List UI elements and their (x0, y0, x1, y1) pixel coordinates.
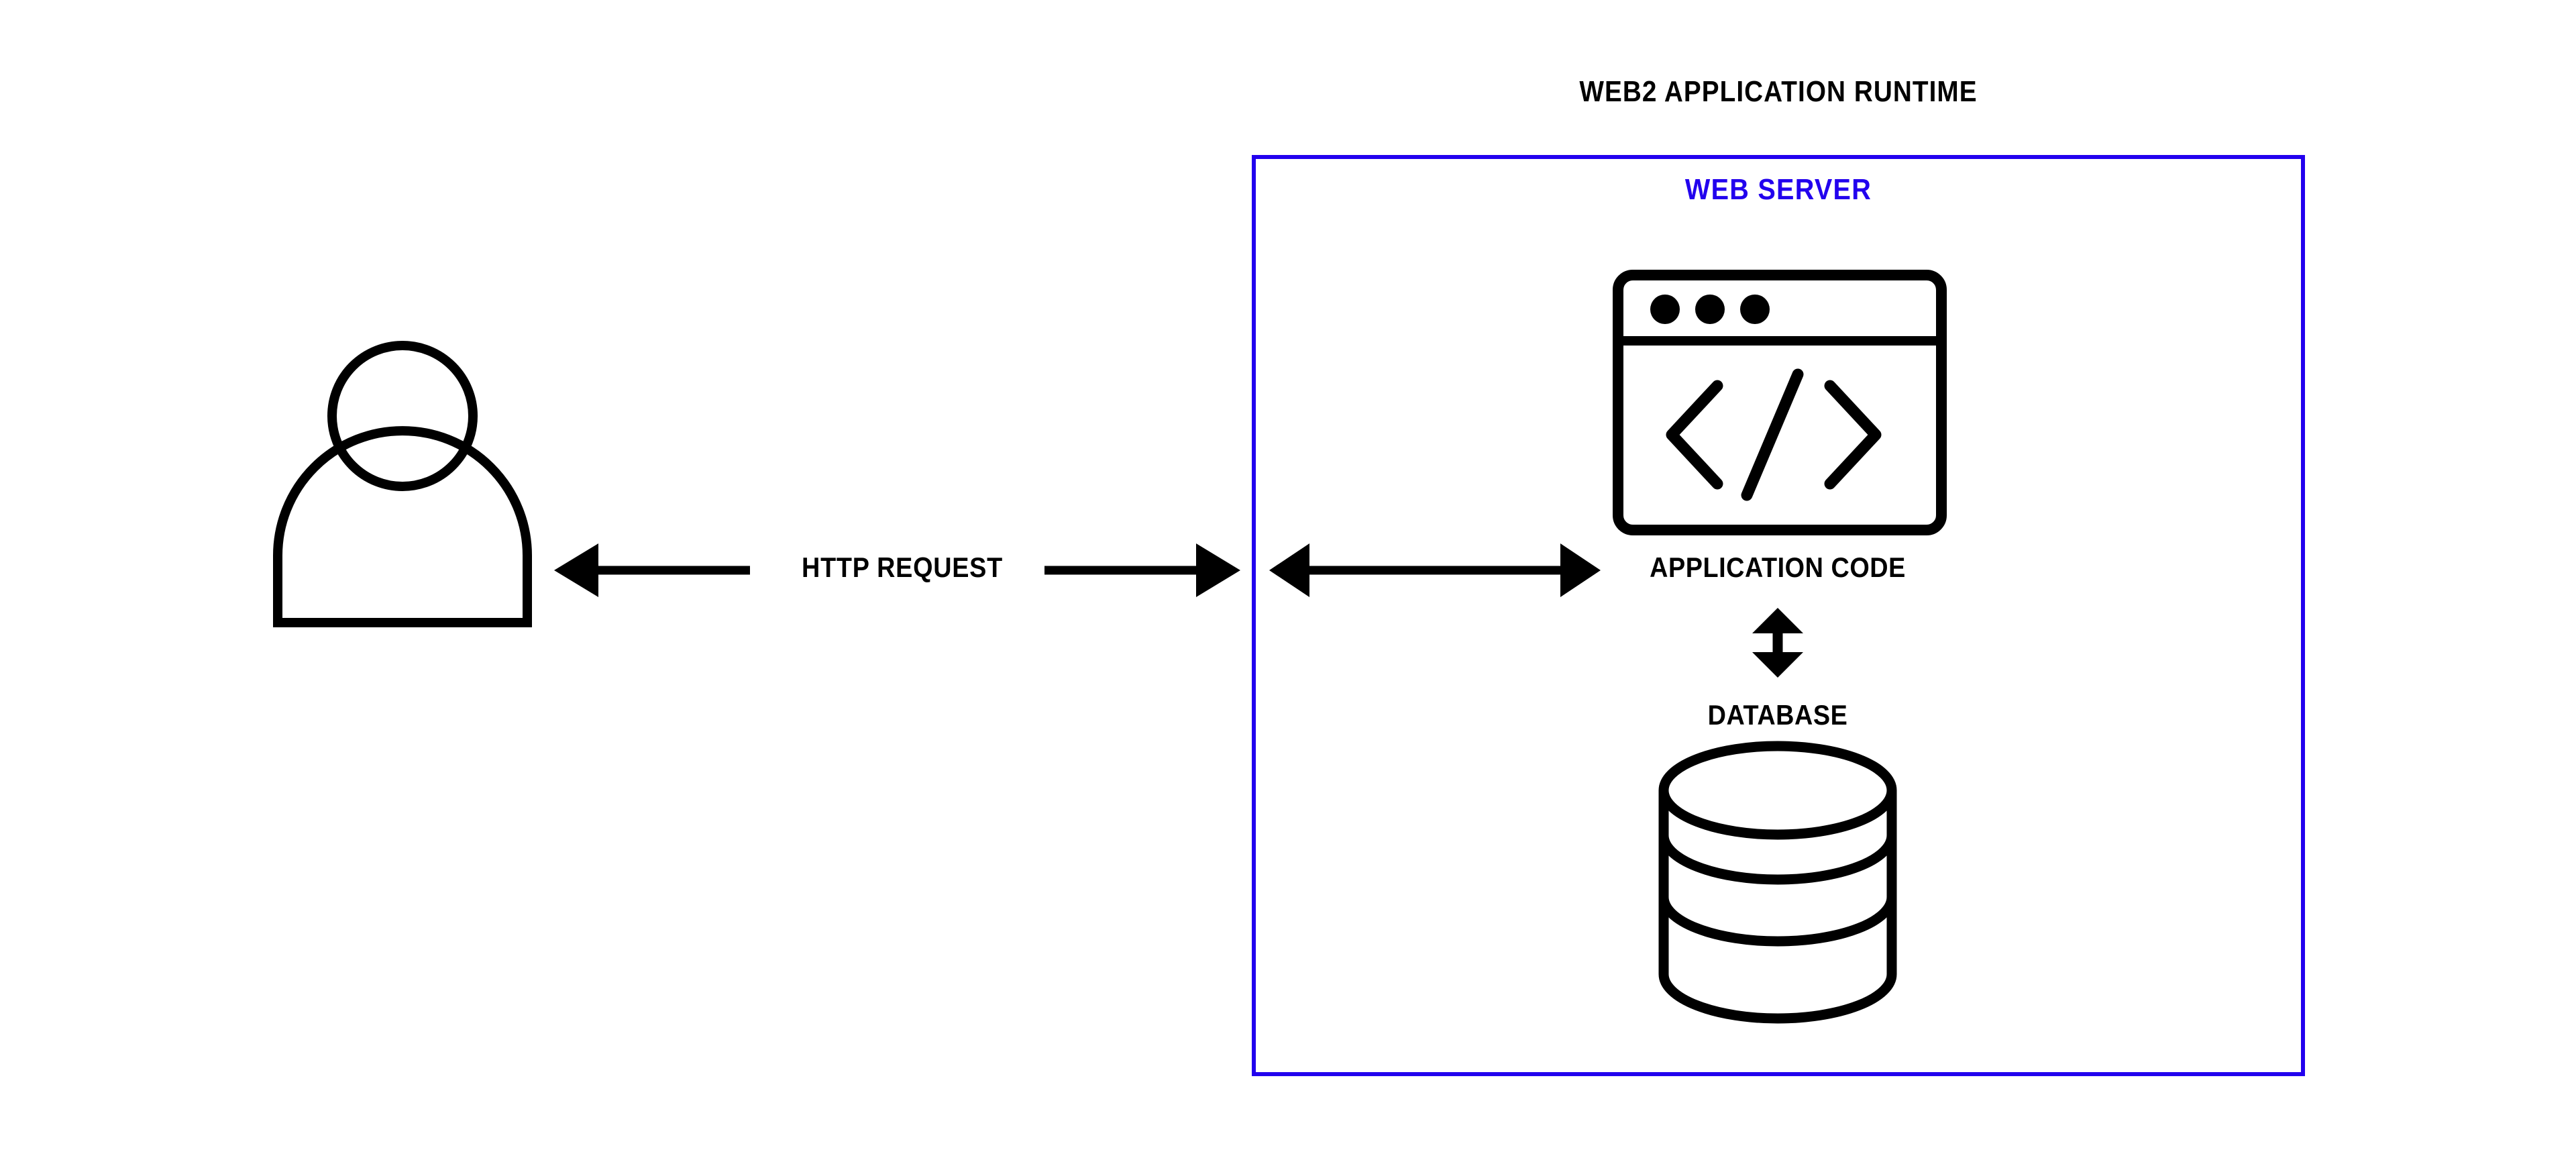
window-dot-icon (1650, 295, 1680, 324)
code-angle-left-icon (1666, 380, 1723, 490)
window-dot-icon (1740, 295, 1770, 324)
http-request-edge-label: HTTP REQUEST (802, 551, 1003, 583)
arrow-head-left-icon (1269, 543, 1309, 597)
arrow-head-up-icon (1752, 608, 1803, 633)
code-window-frame (1613, 270, 1947, 535)
web-server-label: WEB SERVER (1684, 173, 1872, 206)
server-to-app-arrow (1269, 543, 1601, 597)
arrow-head-right-icon (1196, 543, 1240, 597)
user-person-icon (273, 341, 532, 627)
app-to-database-arrow (1752, 608, 1803, 678)
arrow-head-left-icon (554, 543, 598, 597)
code-slash-icon (1741, 368, 1804, 501)
code-window-icon (1613, 270, 1947, 535)
page-title: WEB2 APPLICATION RUNTIME (1579, 75, 1978, 108)
cylinder-bottom-ellipse (1658, 973, 1897, 1024)
user-head-icon (327, 341, 478, 491)
user-body-icon (273, 426, 532, 627)
http-request-left-arrow (554, 543, 750, 597)
web-server-boundary-box (1252, 155, 2305, 1076)
application-code-label: APPLICATION CODE (1650, 551, 1906, 583)
cylinder-band-icon (1658, 835, 1897, 885)
cylinder-band-icon (1658, 896, 1897, 947)
cylinder-top-ellipse (1658, 741, 1897, 840)
arrow-head-right-icon (1560, 543, 1601, 597)
http-request-right-arrow (1044, 543, 1240, 597)
code-angle-right-icon (1824, 380, 1882, 490)
arrow-head-down-icon (1752, 652, 1803, 678)
database-label: DATABASE (1707, 699, 1848, 731)
database-cylinder-icon (1658, 741, 1897, 1024)
window-dot-icon (1695, 295, 1725, 324)
